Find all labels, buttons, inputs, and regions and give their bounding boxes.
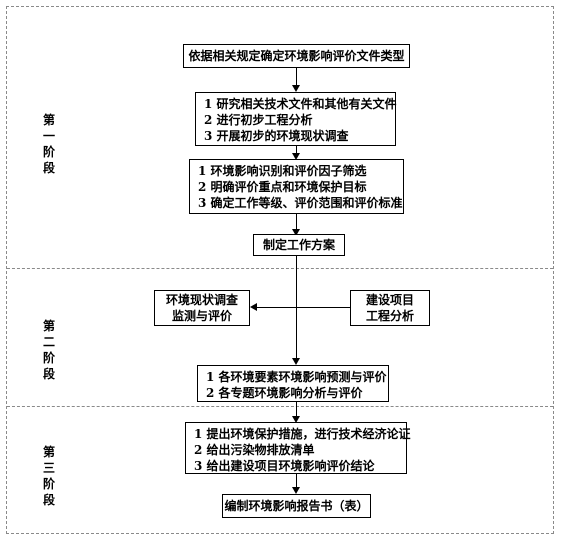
connector — [296, 402, 297, 417]
box-project-analysis: 建设项目 工程分析 — [350, 290, 430, 326]
connector — [296, 474, 297, 488]
arrow-down — [292, 487, 300, 494]
connector — [296, 146, 297, 154]
stage-label-1: 第一阶段 — [42, 113, 55, 175]
box-measures: 1 提出环境保护措施，进行技术经济论证 2 给出污染物排放清单 3 给出建设项目… — [185, 422, 411, 474]
box-env-survey: 环境现状调查 监测与评价 — [154, 290, 250, 326]
arrow-down — [292, 85, 300, 92]
stage-divider-1 — [7, 268, 553, 269]
arrow-down — [292, 358, 300, 365]
diagram-frame — [6, 6, 554, 534]
arrow-down — [292, 416, 300, 423]
stage-label-3: 第三阶段 — [42, 445, 55, 507]
arrow-down — [292, 153, 300, 160]
stage-label-2: 第二阶段 — [42, 319, 55, 381]
arrow-left — [250, 303, 257, 311]
connector — [296, 68, 297, 86]
box-report: 编制环境影响报告书（表） — [222, 494, 371, 518]
box-identify: 1 环境影响识别和评价因子筛选 2 明确评价重点和环境保护目标 3 确定工作等级… — [189, 159, 404, 214]
arrow-down — [292, 229, 300, 236]
box-work-plan: 制定工作方案 — [253, 234, 345, 256]
stage-divider-2 — [7, 406, 553, 407]
box-prediction: 1 各环境要素环境影响预测与评价 2 各专题环境影响分析与评价 — [197, 365, 389, 402]
connector-horizontal — [256, 307, 350, 308]
box-determine-type: 依据相关规定确定环境影响评价文件类型 — [183, 44, 410, 68]
connector — [296, 214, 297, 230]
box-research: 1 研究相关技术文件和其他有关文件 2 进行初步工程分析 3 开展初步的环境现状… — [195, 92, 397, 146]
